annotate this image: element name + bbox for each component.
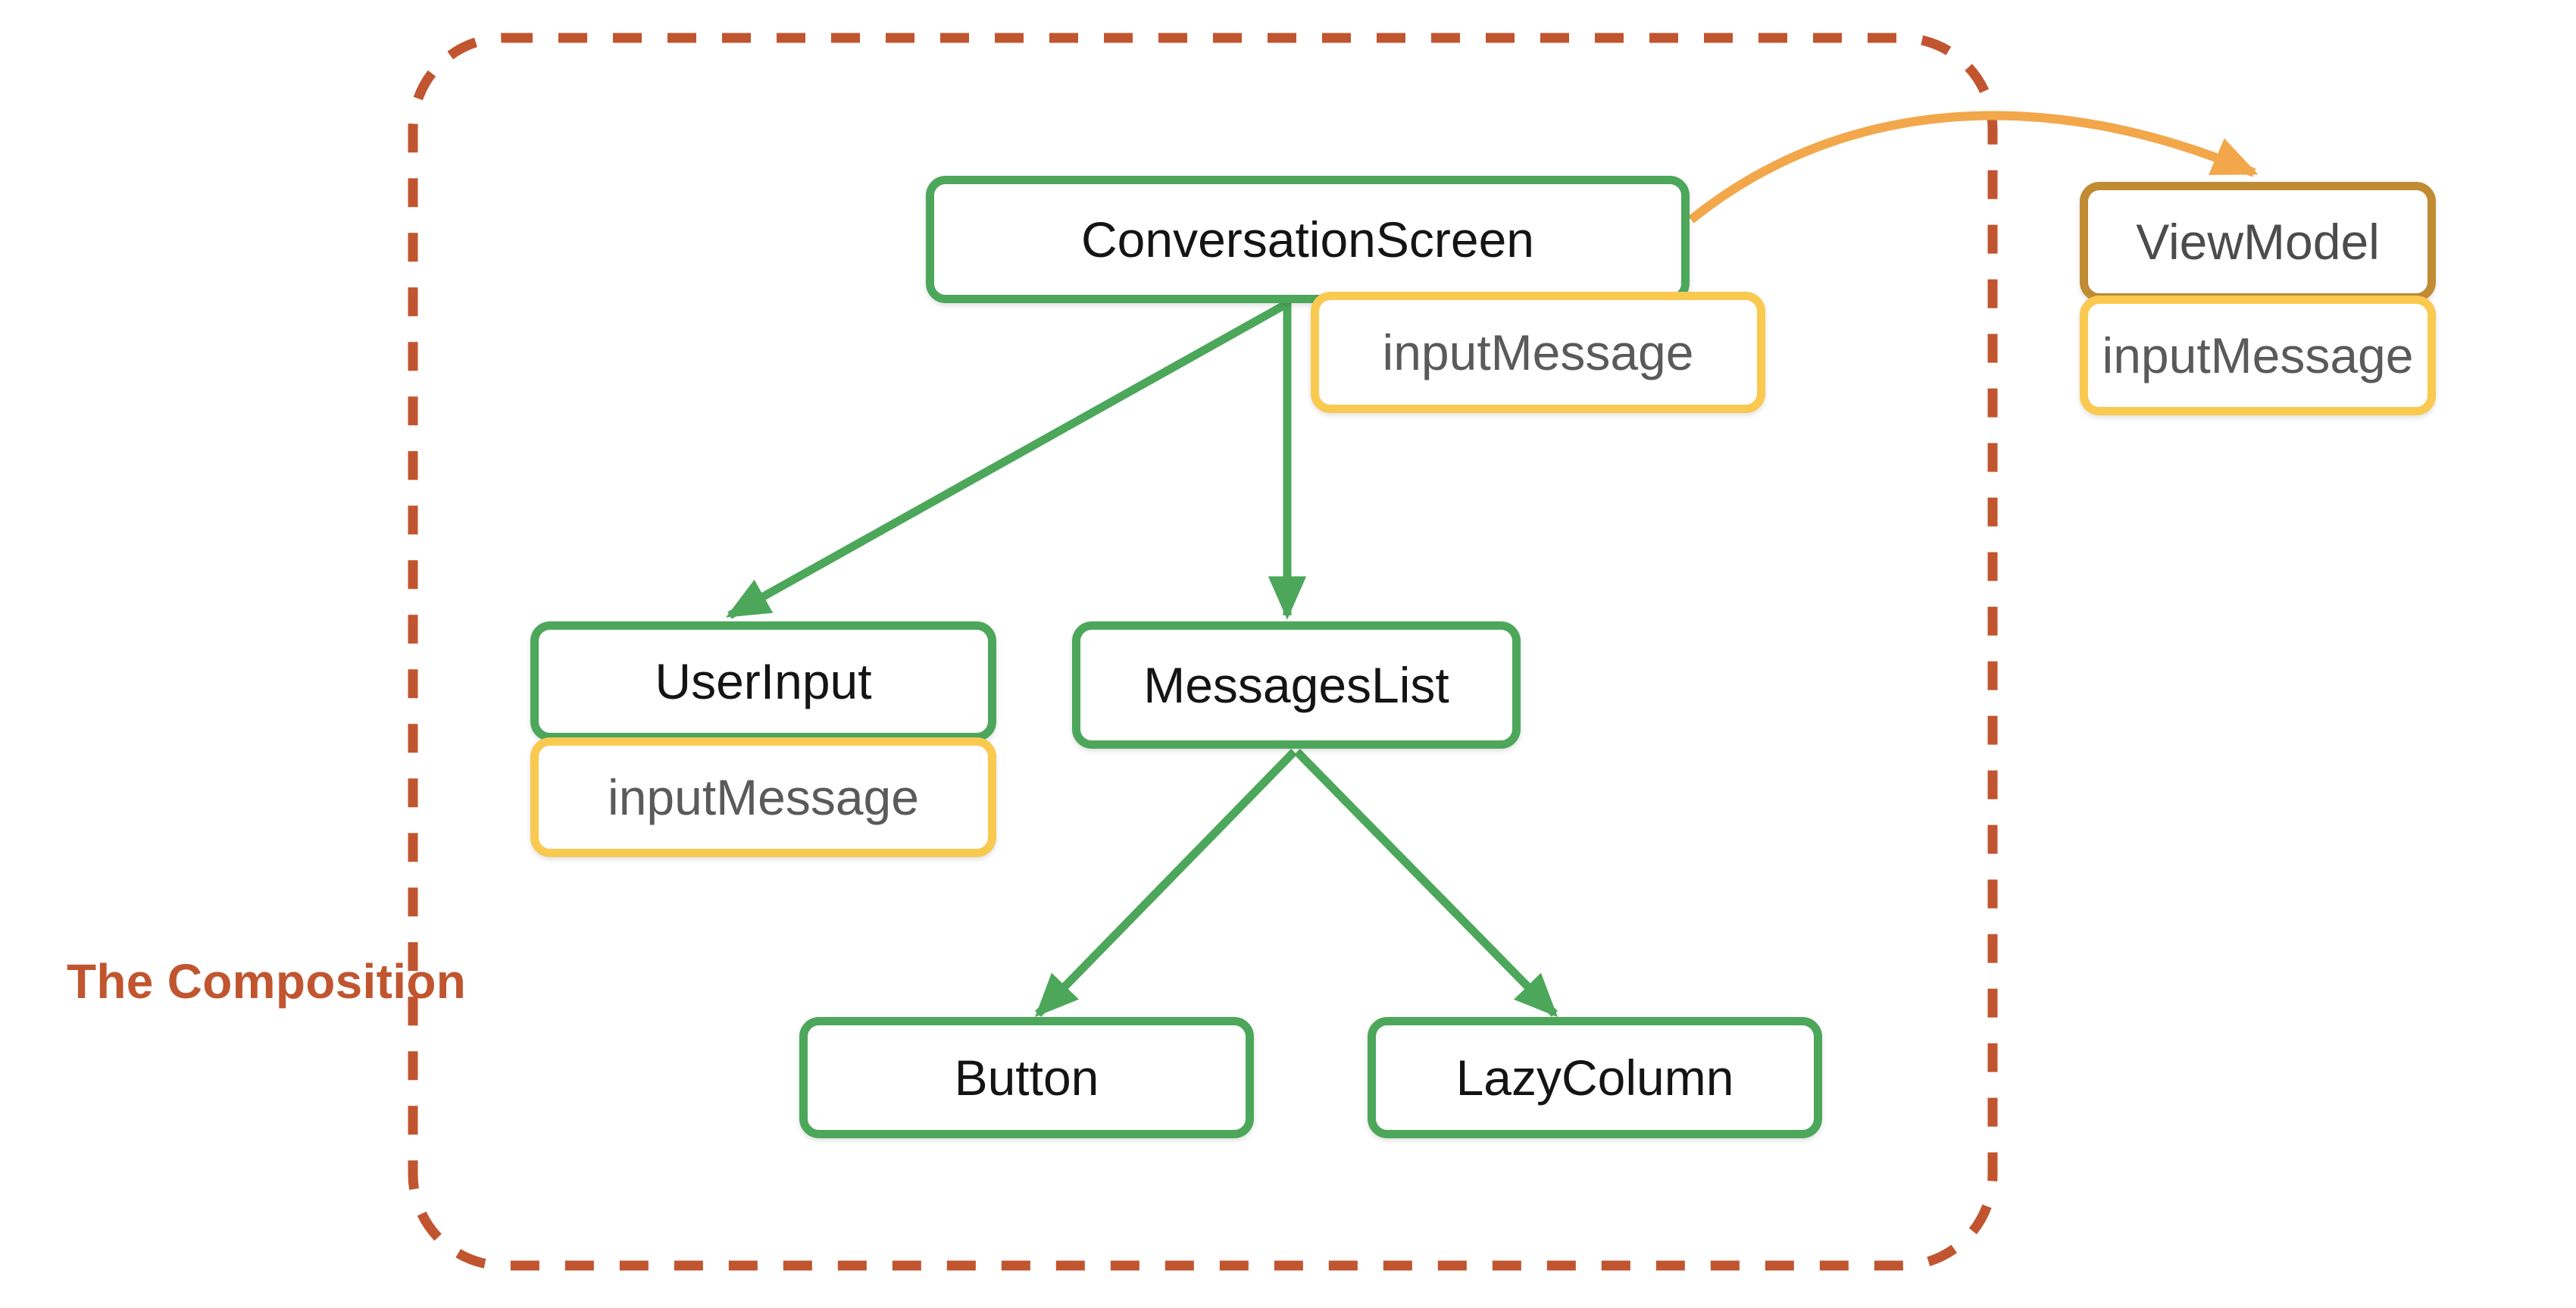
edge-messageslist-to-lazycolumn <box>1294 749 1558 1018</box>
node-label-button: Button <box>954 1050 1099 1106</box>
node-label-user-input: UserInput <box>655 653 872 709</box>
node-conversation-screen[interactable]: ConversationScreen <box>926 176 1690 303</box>
edge-conversationscreen-to-userinput <box>726 299 1290 619</box>
node-user-input-state[interactable]: inputMessage <box>530 737 996 857</box>
edge-messageslist-to-button <box>1035 749 1297 1018</box>
node-view-model-state[interactable]: inputMessage <box>2080 296 2436 415</box>
node-user-input[interactable]: UserInput <box>530 621 996 741</box>
node-label-messages-list: MessagesList <box>1143 657 1449 713</box>
node-label-conversation-screen-state: inputMessage <box>1382 324 1694 380</box>
node-label-lazy-column: LazyColumn <box>1455 1050 1734 1106</box>
node-view-model[interactable]: ViewModel <box>2080 182 2436 302</box>
node-conversation-screen-state[interactable]: inputMessage <box>1311 292 1765 413</box>
node-label-conversation-screen: ConversationScreen <box>1081 211 1534 268</box>
node-messages-list[interactable]: MessagesList <box>1072 621 1521 749</box>
node-button[interactable]: Button <box>799 1017 1254 1138</box>
node-label-view-model: ViewModel <box>2136 214 2380 270</box>
node-lazy-column[interactable]: LazyColumn <box>1368 1017 1822 1138</box>
node-label-user-input-state: inputMessage <box>608 769 919 825</box>
composition-boundary-label: The Composition <box>67 954 467 1009</box>
node-label-view-model-state: inputMessage <box>2102 327 2414 383</box>
